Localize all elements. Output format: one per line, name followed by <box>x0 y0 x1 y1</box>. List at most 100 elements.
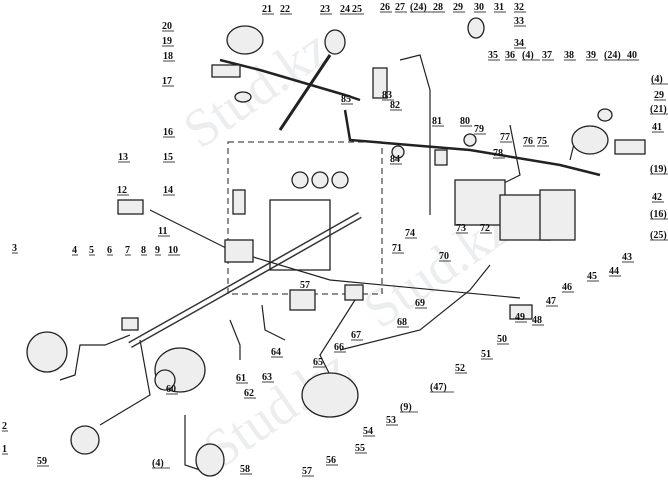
headlamp-3 <box>26 331 68 373</box>
callout-label: 58 <box>240 464 250 475</box>
callout-label: 10 <box>168 245 178 256</box>
callout-label: 6 <box>107 245 112 256</box>
callout-label: 4 <box>72 245 77 256</box>
callout-label: 77 <box>500 132 510 143</box>
callout-label: 17 <box>162 76 172 87</box>
callout-label: 44 <box>609 266 619 277</box>
callout-label: (4) <box>522 50 534 61</box>
callout-label: 12 <box>117 185 127 196</box>
callout-label: (19) <box>650 164 667 175</box>
callout-label: 15 <box>163 152 173 163</box>
callout-label: (21) <box>650 104 667 115</box>
callout-label: 50 <box>497 334 507 345</box>
callout-label: 35 <box>488 50 498 61</box>
callout-label: 55 <box>355 443 365 454</box>
callout-label: 8 <box>141 245 146 256</box>
battery-third <box>539 189 576 241</box>
part-40 <box>597 108 613 122</box>
lamp-58 <box>195 443 225 477</box>
part-80 <box>463 133 477 147</box>
callout-label: 46 <box>562 282 572 293</box>
callout-label: 76 <box>523 136 533 147</box>
callout-label: 71 <box>392 243 402 254</box>
callout-label: 84 <box>390 154 400 165</box>
relay-65 <box>289 289 316 311</box>
callout-label: 22 <box>280 4 290 15</box>
callout-label: 9 <box>155 245 160 256</box>
wire-headlamp <box>59 334 131 381</box>
callout-label: 64 <box>271 347 281 358</box>
callout-label: 75 <box>537 136 547 147</box>
callout-label: (25) <box>650 230 667 241</box>
callout-label: 54 <box>363 426 373 437</box>
starter-56 <box>301 372 359 418</box>
callout-label: 80 <box>460 116 470 127</box>
callout-label: 85 <box>341 94 351 105</box>
callout-label: 73 <box>456 223 466 234</box>
plate-74 <box>434 149 448 166</box>
callout-label: (4) <box>152 458 164 469</box>
wire-ground <box>339 264 491 351</box>
callout-label: 2 <box>2 421 7 432</box>
callout-label: 48 <box>532 315 542 326</box>
callout-label: 18 <box>163 51 173 62</box>
callout-label: 3 <box>12 243 17 254</box>
callout-label: 41 <box>652 122 662 133</box>
callout-label: 57 <box>302 466 312 477</box>
callout-label: 74 <box>405 228 415 239</box>
components <box>26 17 646 477</box>
taillight-41 <box>614 139 646 155</box>
callout-label: 70 <box>439 251 449 262</box>
callout-label: 59 <box>37 456 47 467</box>
callout-label: 51 <box>481 349 491 360</box>
callout-label: 37 <box>542 50 552 61</box>
callout-label: 16 <box>163 127 173 138</box>
callout-label: 7 <box>125 245 130 256</box>
callout-label: 30 <box>474 2 484 13</box>
lamp-48 <box>509 304 533 320</box>
callout-label: 28 <box>433 2 443 13</box>
callout-label: 63 <box>262 372 272 383</box>
callout-label: 53 <box>386 415 396 426</box>
plate-17 <box>234 91 252 103</box>
callout-label: 13 <box>118 152 128 163</box>
callout-label: 20 <box>162 21 172 32</box>
callout-label: 49 <box>515 312 525 323</box>
callout-label: 47 <box>546 296 556 307</box>
right-harness <box>343 109 601 177</box>
callout-label: 29 <box>453 2 463 13</box>
fuse-box-12 <box>117 199 144 215</box>
gauge-1 <box>291 171 309 189</box>
bracket-7 <box>121 317 139 331</box>
sender-23 <box>324 29 346 55</box>
callout-label: 33 <box>514 16 524 27</box>
callout-label: 82 <box>390 100 400 111</box>
battery-73 <box>454 179 506 226</box>
callout-label: 14 <box>163 185 173 196</box>
callout-label: 42 <box>652 192 662 203</box>
callout-label: 72 <box>480 223 490 234</box>
callout-label: (4) <box>651 74 663 85</box>
callout-label: 45 <box>587 271 597 282</box>
panel-box <box>269 199 331 271</box>
wire-12 <box>149 209 521 299</box>
part-84 <box>391 145 405 159</box>
callout-label: 25 <box>352 4 362 15</box>
callout-label: 60 <box>166 384 176 395</box>
callout-label: 83 <box>382 90 392 101</box>
callout-label: 38 <box>564 50 574 61</box>
callout-label: 81 <box>432 116 442 127</box>
alternator-pulley <box>154 369 176 391</box>
callout-label: 43 <box>622 252 632 263</box>
callout-label: 39 <box>586 50 596 61</box>
wire-battery <box>499 124 521 186</box>
callout-label: 68 <box>397 317 407 328</box>
switch-16 <box>232 189 246 215</box>
callout-label: 29 <box>654 90 664 101</box>
gauge-3 <box>331 171 349 189</box>
horn-59 <box>70 425 100 455</box>
callout-label: (47) <box>430 382 447 393</box>
